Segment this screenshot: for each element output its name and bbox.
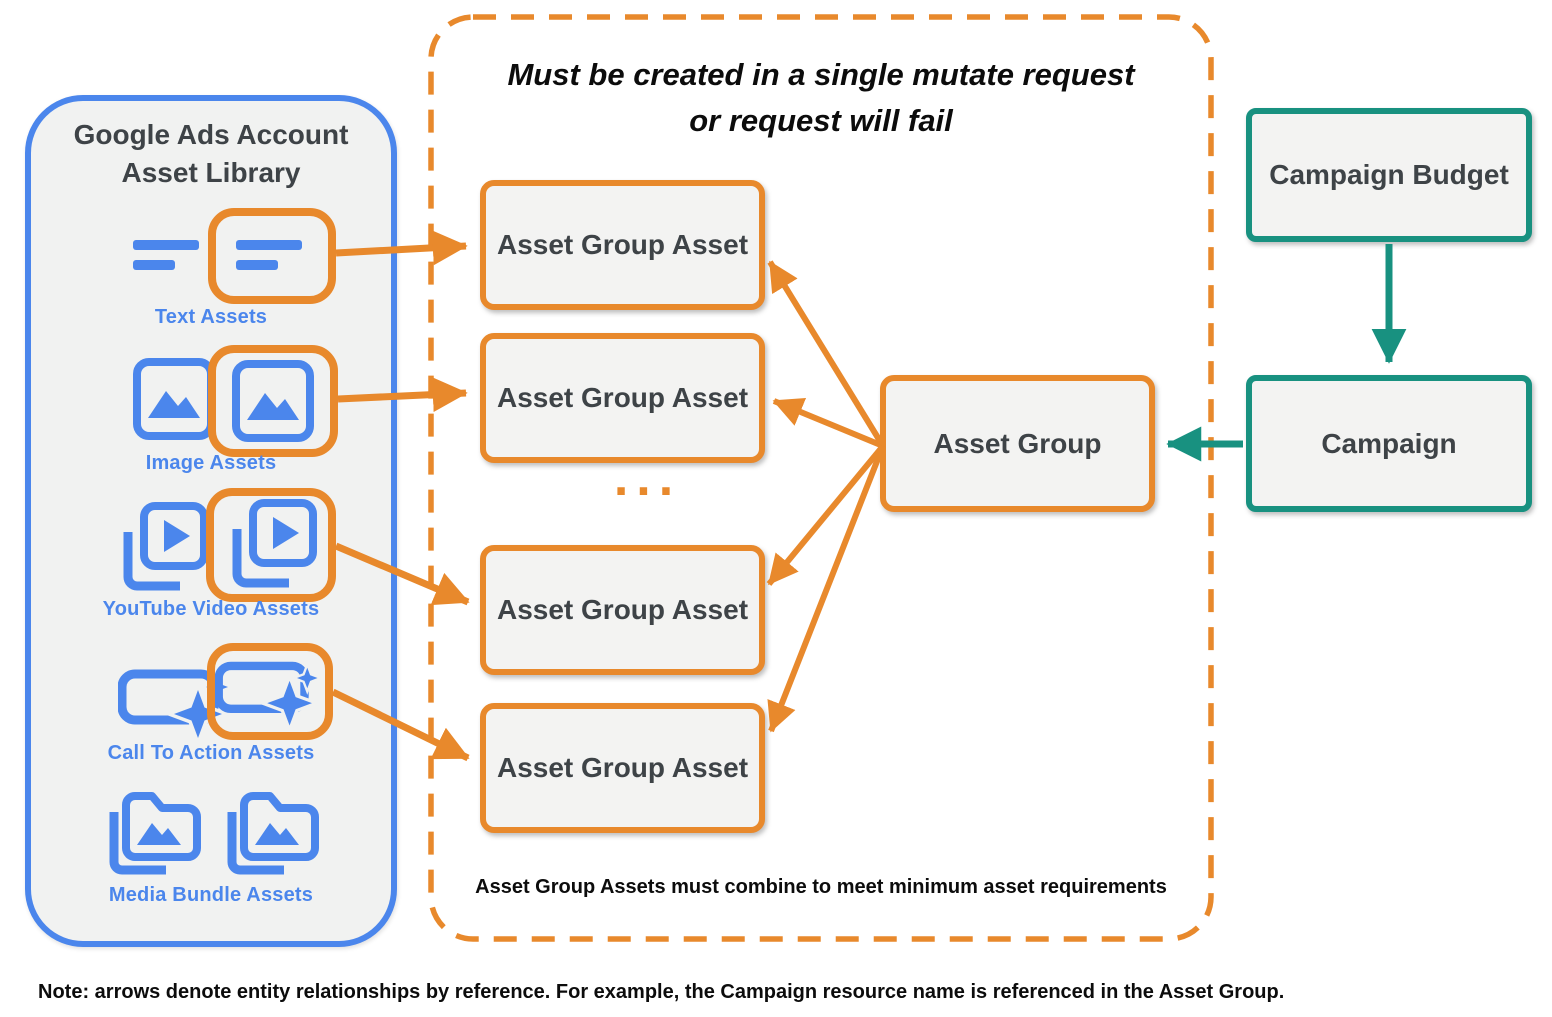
mutate-requirements-note: Asset Group Assets must combine to meet …: [475, 876, 1167, 898]
text-assets-label: Text Assets: [154, 306, 268, 328]
asset-group-box: Asset Group: [880, 375, 1155, 512]
asset-library-title: Google Ads Account Asset Library: [25, 116, 397, 192]
youtube-video-asset-selected-outline: [206, 488, 336, 602]
asset-group-arrow-1: [767, 260, 886, 448]
mutate-request-title: Must be created in a single mutate reque…: [431, 52, 1211, 144]
asset-group-asset-label: Asset Group Asset: [496, 594, 749, 625]
youtube-video-asset-icon: [232, 499, 317, 588]
text-asset-icon: [133, 234, 205, 278]
text-asset-selected-outline: [208, 208, 336, 304]
media-bundle-asset-icon: [222, 784, 324, 876]
youtube-video-asset-icon: [116, 502, 208, 594]
call-to-action-asset-icon: [215, 660, 325, 732]
asset-group-asset-box-1: Asset Group Asset: [480, 180, 765, 310]
mutate-request-title-line1: Must be created in a single mutate reque…: [507, 57, 1135, 92]
text-asset-icon: [236, 240, 302, 270]
asset-group-asset-label: Asset Group Asset: [496, 382, 749, 413]
asset-group-fan-arrows: [766, 260, 886, 733]
asset-library-title-line1: Google Ads Account: [73, 119, 349, 150]
image-asset-icon: [133, 358, 215, 440]
call-to-action-asset-selected-outline: [207, 643, 333, 740]
media-bundle-asset-icon: [104, 784, 206, 876]
campaign-budget-box: Campaign Budget: [1246, 108, 1532, 242]
asset-group-asset-label: Asset Group Asset: [496, 229, 749, 260]
image-asset-icon: [232, 360, 314, 442]
asset-group-arrow-4: [767, 444, 886, 733]
mutate-request-title-line2: or request will fail: [689, 103, 953, 138]
asset-group-asset-box-2: Asset Group Asset: [480, 333, 765, 463]
media-bundle-assets-label: Media Bundle Assets: [108, 884, 314, 906]
campaign-box: Campaign: [1246, 375, 1532, 512]
asset-group-arrow-2: [772, 398, 885, 449]
asset-group-asset-box-3: Asset Group Asset: [480, 545, 765, 675]
campaign-budget-label: Campaign Budget: [1269, 159, 1509, 190]
image-asset-selected-outline: [208, 345, 338, 457]
asset-group-asset-box-4: Asset Group Asset: [480, 703, 765, 833]
page-note: Note: arrows denote entity relationships…: [38, 981, 1285, 1003]
asset-group-asset-label: Asset Group Asset: [496, 752, 749, 783]
asset-library-title-line2: Asset Library: [121, 157, 301, 188]
more-asset-boxes-ellipsis: ...: [613, 449, 682, 507]
asset-group-label: Asset Group: [933, 427, 1102, 459]
youtube-video-assets-label: YouTube Video Assets: [102, 598, 320, 620]
image-assets-label: Image Assets: [145, 452, 277, 474]
call-to-action-assets-label: Call To Action Assets: [107, 742, 315, 764]
campaign-label: Campaign: [1321, 427, 1457, 459]
asset-group-arrow-3: [766, 444, 886, 586]
